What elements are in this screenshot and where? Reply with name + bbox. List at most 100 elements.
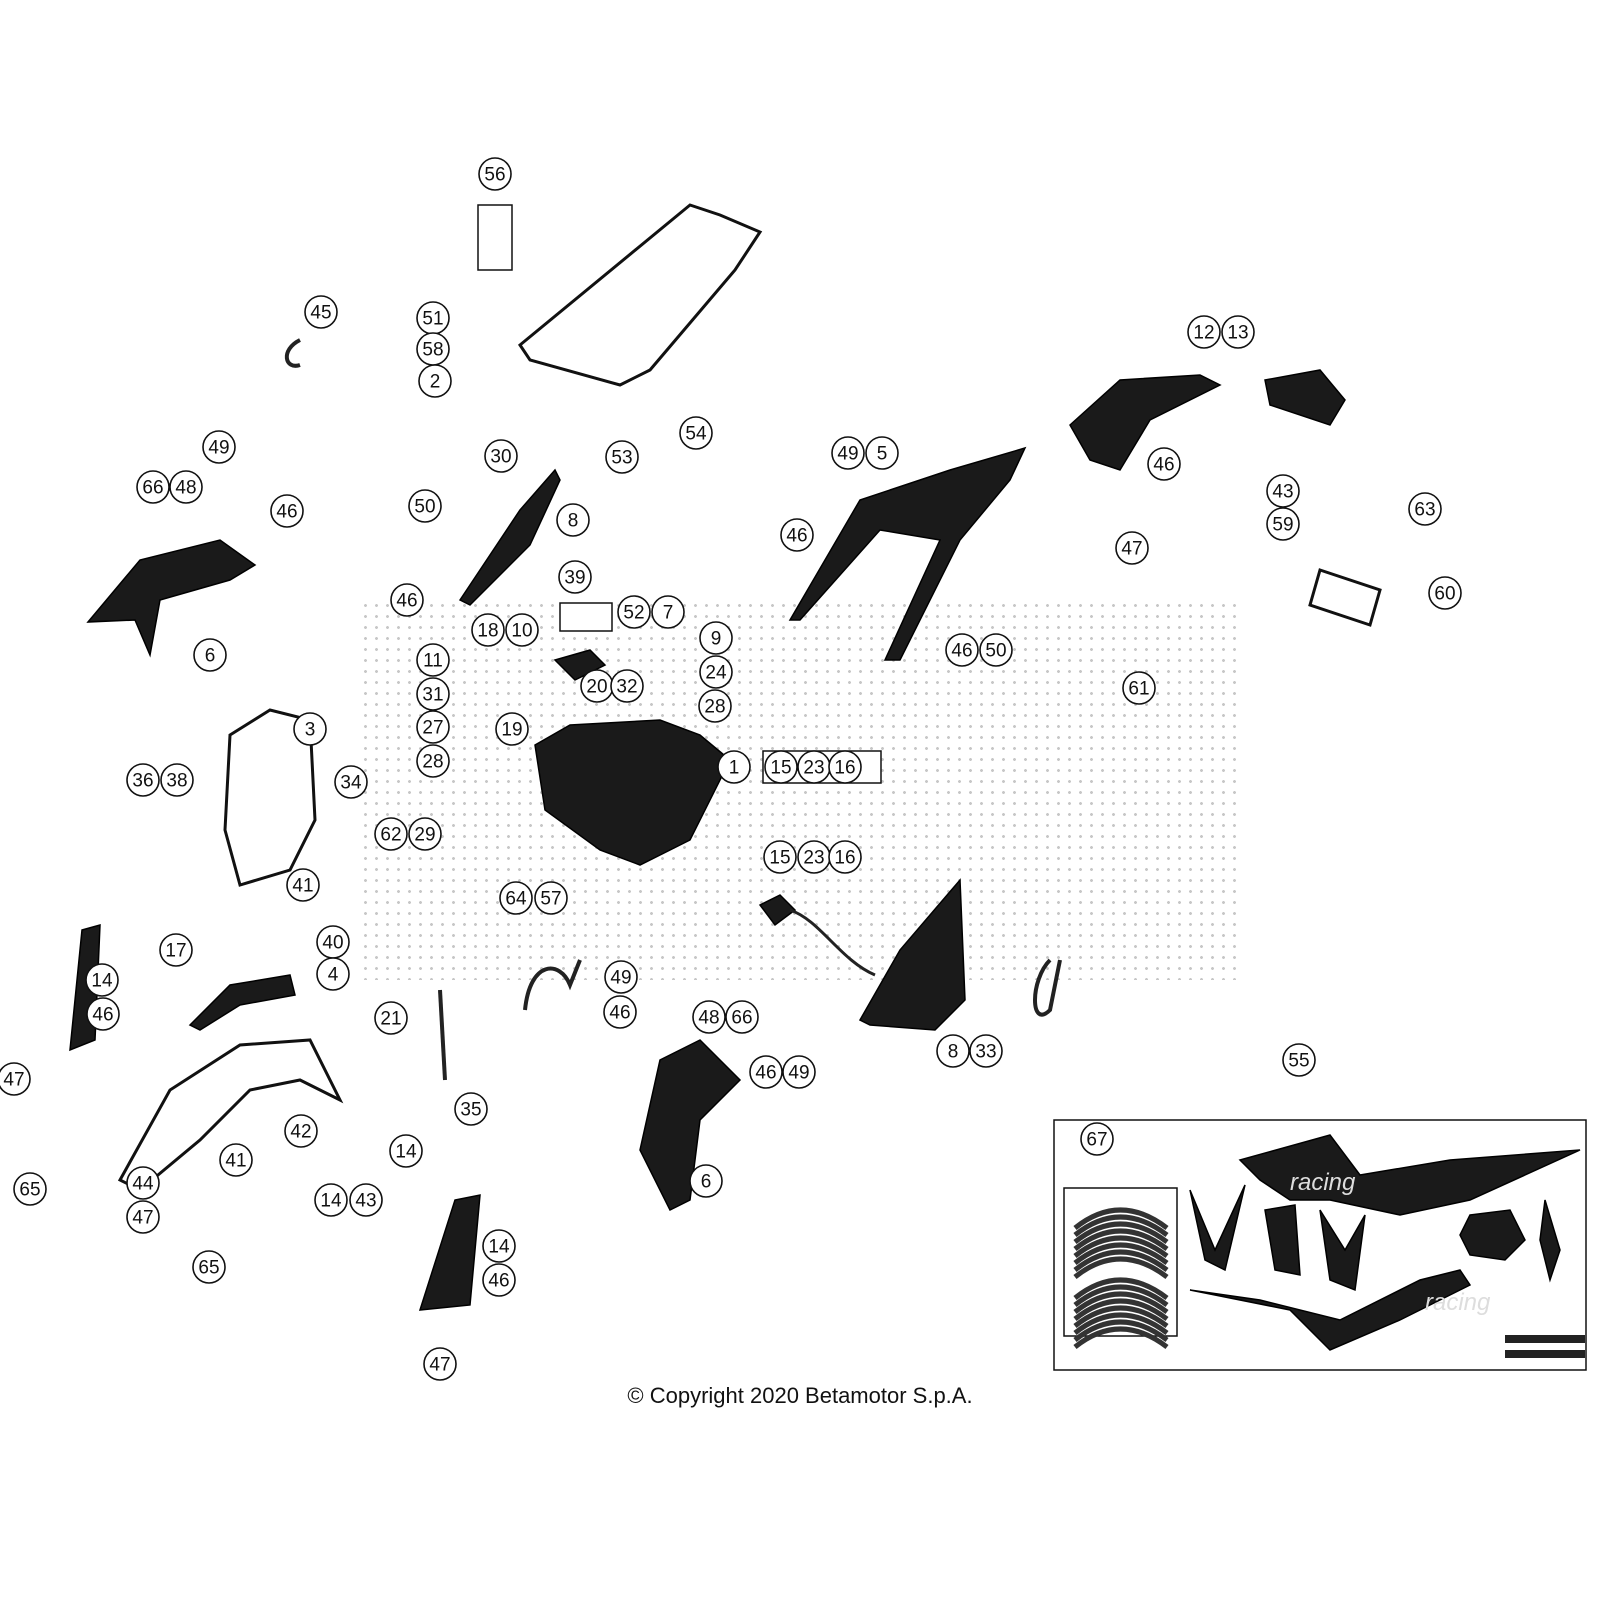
callout-9[interactable]: 9	[699, 621, 733, 655]
callout-11[interactable]: 11	[416, 643, 450, 677]
callout-46[interactable]: 46	[270, 494, 304, 528]
callout-65[interactable]: 65	[13, 1172, 47, 1206]
callout-51[interactable]: 51	[416, 301, 450, 335]
callout-14[interactable]: 14	[85, 963, 119, 997]
callout-5[interactable]: 5	[865, 436, 899, 470]
callout-14[interactable]: 14	[389, 1134, 423, 1168]
callout-16[interactable]: 16	[828, 840, 862, 874]
callout-3[interactable]: 3	[293, 712, 327, 746]
callout-14[interactable]: 14	[314, 1183, 348, 1217]
callout-57[interactable]: 57	[534, 881, 568, 915]
callout-circle	[689, 1164, 723, 1198]
callout-41[interactable]: 41	[219, 1143, 253, 1177]
callout-46[interactable]: 46	[945, 633, 979, 667]
callout-35[interactable]: 35	[454, 1092, 488, 1126]
callout-42[interactable]: 42	[284, 1114, 318, 1148]
callout-38[interactable]: 38	[160, 763, 194, 797]
callout-circle	[484, 439, 518, 473]
callout-6[interactable]: 6	[193, 638, 227, 672]
callout-28[interactable]: 28	[698, 689, 732, 723]
callout-13[interactable]: 13	[1221, 315, 1255, 349]
callout-46[interactable]: 46	[86, 997, 120, 1031]
callout-46[interactable]: 46	[603, 995, 637, 1029]
callout-29[interactable]: 29	[408, 817, 442, 851]
callout-44[interactable]: 44	[126, 1166, 160, 1200]
callout-32[interactable]: 32	[610, 669, 644, 703]
callout-48[interactable]: 48	[692, 1000, 726, 1034]
callout-46[interactable]: 46	[1147, 447, 1181, 481]
callout-56[interactable]: 56	[478, 157, 512, 191]
callout-12[interactable]: 12	[1187, 315, 1221, 349]
callout-53[interactable]: 53	[605, 440, 639, 474]
callout-17[interactable]: 17	[159, 933, 193, 967]
callout-46[interactable]: 46	[390, 583, 424, 617]
callout-67[interactable]: 67	[1080, 1122, 1114, 1156]
callout-1[interactable]: 1	[717, 750, 751, 784]
callout-48[interactable]: 48	[169, 470, 203, 504]
callout-number: 52	[623, 603, 644, 624]
callout-58[interactable]: 58	[416, 332, 450, 366]
callout-21[interactable]: 21	[374, 1001, 408, 1035]
callout-10[interactable]: 10	[505, 613, 539, 647]
callout-16[interactable]: 16	[828, 750, 862, 784]
callout-47[interactable]: 47	[0, 1062, 31, 1096]
callout-46[interactable]: 46	[482, 1263, 516, 1297]
callout-50[interactable]: 50	[408, 489, 442, 523]
callout-4[interactable]: 4	[316, 957, 350, 991]
callout-7[interactable]: 7	[651, 595, 685, 629]
callout-6[interactable]: 6	[689, 1164, 723, 1198]
callout-43[interactable]: 43	[1266, 474, 1300, 508]
callout-circle	[1122, 671, 1156, 705]
callout-36[interactable]: 36	[126, 763, 160, 797]
callout-52[interactable]: 52	[617, 595, 651, 629]
callout-39[interactable]: 39	[558, 560, 592, 594]
callout-31[interactable]: 31	[416, 677, 450, 711]
callout-circle	[126, 1200, 160, 1234]
callout-circle	[534, 881, 568, 915]
callout-2[interactable]: 2	[418, 364, 452, 398]
callout-65[interactable]: 65	[192, 1250, 226, 1284]
callout-61[interactable]: 61	[1122, 671, 1156, 705]
callout-49[interactable]: 49	[782, 1055, 816, 1089]
callout-43[interactable]: 43	[349, 1183, 383, 1217]
callout-18[interactable]: 18	[471, 613, 505, 647]
callout-66[interactable]: 66	[725, 1000, 759, 1034]
callout-55[interactable]: 55	[1282, 1043, 1316, 1077]
callout-54[interactable]: 54	[679, 416, 713, 450]
callout-27[interactable]: 27	[416, 710, 450, 744]
callout-45[interactable]: 45	[304, 295, 338, 329]
callout-15[interactable]: 15	[763, 840, 797, 874]
callout-47[interactable]: 47	[1115, 531, 1149, 565]
callout-circle	[471, 613, 505, 647]
callout-20[interactable]: 20	[580, 669, 614, 703]
callout-50[interactable]: 50	[979, 633, 1013, 667]
callout-40[interactable]: 40	[316, 925, 350, 959]
callout-49[interactable]: 49	[202, 430, 236, 464]
callout-19[interactable]: 19	[495, 712, 529, 746]
callout-66[interactable]: 66	[136, 470, 170, 504]
callout-62[interactable]: 62	[374, 817, 408, 851]
callout-49[interactable]: 49	[604, 960, 638, 994]
callout-23[interactable]: 23	[797, 750, 831, 784]
callout-14[interactable]: 14	[482, 1229, 516, 1263]
callout-15[interactable]: 15	[764, 750, 798, 784]
callout-46[interactable]: 46	[780, 518, 814, 552]
callout-8[interactable]: 8	[936, 1034, 970, 1068]
callout-23[interactable]: 23	[797, 840, 831, 874]
callout-circle	[482, 1229, 516, 1263]
callout-24[interactable]: 24	[699, 655, 733, 689]
callout-47[interactable]: 47	[423, 1347, 457, 1381]
callout-59[interactable]: 59	[1266, 507, 1300, 541]
callout-63[interactable]: 63	[1408, 492, 1442, 526]
callout-41[interactable]: 41	[286, 868, 320, 902]
callout-28[interactable]: 28	[416, 744, 450, 778]
callout-64[interactable]: 64	[499, 881, 533, 915]
callout-8[interactable]: 8	[556, 503, 590, 537]
callout-34[interactable]: 34	[334, 765, 368, 799]
callout-30[interactable]: 30	[484, 439, 518, 473]
callout-47[interactable]: 47	[126, 1200, 160, 1234]
callout-60[interactable]: 60	[1428, 576, 1462, 610]
callout-33[interactable]: 33	[969, 1034, 1003, 1068]
callout-49[interactable]: 49	[831, 436, 865, 470]
callout-46[interactable]: 46	[749, 1055, 783, 1089]
